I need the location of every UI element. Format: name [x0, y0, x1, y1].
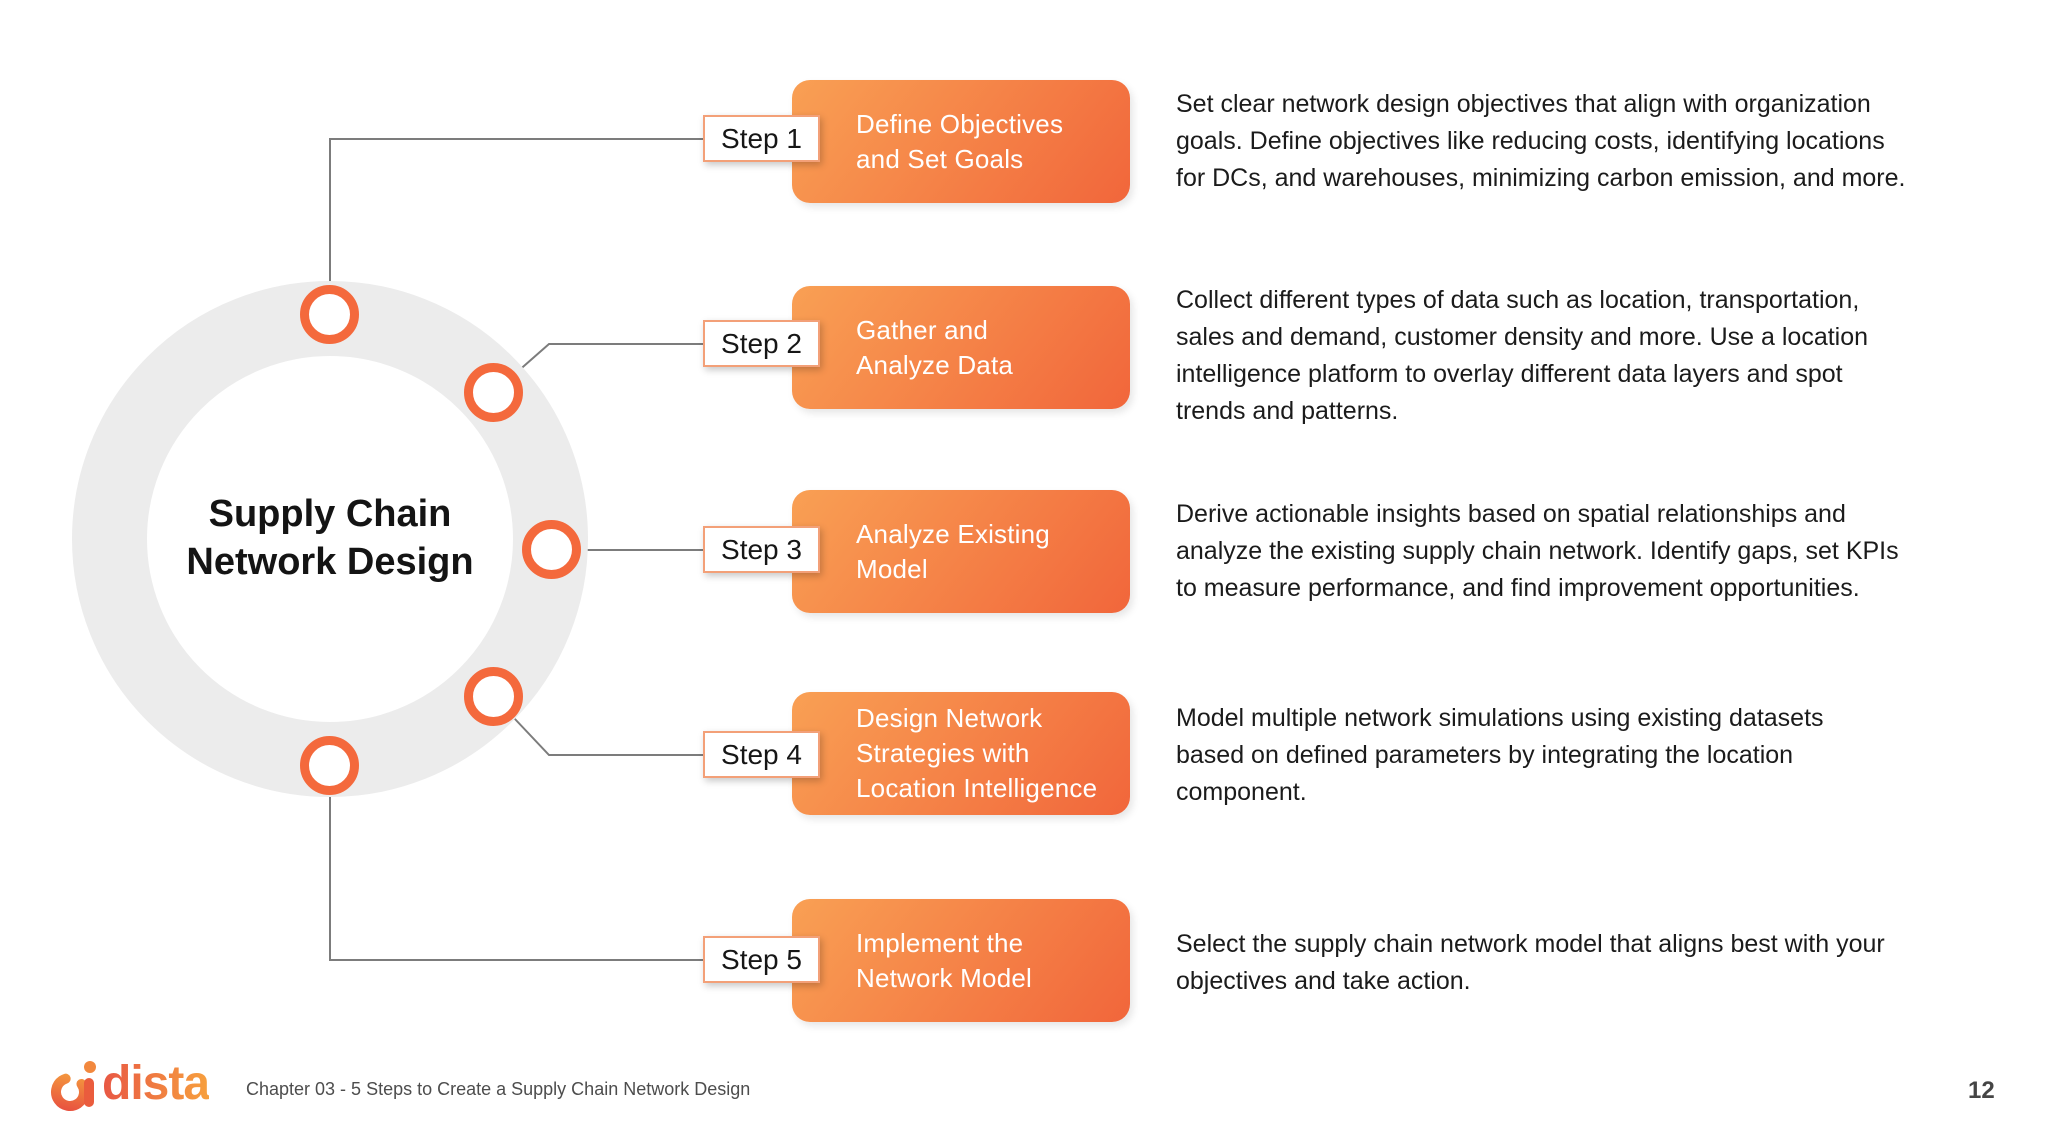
dista-wordmark: dista	[102, 1057, 210, 1110]
node-step3	[522, 520, 581, 579]
connector-step4	[513, 717, 703, 756]
node-step2	[464, 363, 523, 422]
footer-caption: Chapter 03 - 5 Steps to Create a Supply …	[246, 1079, 751, 1099]
connector-step5	[329, 796, 703, 961]
step3-tag: Step 3	[703, 526, 820, 573]
step4-tag: Step 4	[703, 731, 820, 778]
step4-description: Model multiple network simulations using…	[1176, 704, 1824, 806]
step1-description: Set clear network design objectives that…	[1176, 90, 1906, 192]
step5-box-label: Implement the Network Model	[856, 927, 1032, 993]
step3-description: Derive actionable insights based on spat…	[1176, 500, 1899, 602]
connector-step1	[329, 138, 703, 285]
step2-box-label: Gather and Analyze Data	[856, 314, 1014, 380]
step3-title-box: Analyze Existing Model	[792, 490, 1130, 613]
node-step4	[464, 667, 523, 726]
dista-logo-icon	[51, 1061, 96, 1111]
step1-title-box: Define Objectives and Set Goals	[792, 80, 1130, 203]
step5-tag: Step 5	[703, 936, 820, 983]
step5-title-box: Implement the Network Model	[792, 899, 1130, 1022]
step4-title-box: Design Network Strategies with Location …	[792, 692, 1130, 815]
step1-box-label: Define Objectives and Set Goals	[856, 108, 1064, 174]
step3-box-label: Analyze Existing Model	[856, 518, 1050, 584]
step2-tag: Step 2	[703, 320, 820, 367]
step4-box-label: Design Network Strategies with Location …	[856, 703, 1098, 803]
diagram-title: Supply Chain Network Design	[186, 493, 474, 583]
node-step1	[300, 285, 359, 344]
step1-tag: Step 1	[703, 115, 820, 162]
page-number: 12	[1968, 1077, 1995, 1104]
connector-step2	[515, 343, 703, 374]
step2-description: Collect different types of data such as …	[1176, 286, 1869, 425]
step2-title-box: Gather and Analyze Data	[792, 286, 1130, 409]
node-step5	[300, 736, 359, 795]
step5-description: Select the supply chain network model th…	[1176, 930, 1885, 995]
